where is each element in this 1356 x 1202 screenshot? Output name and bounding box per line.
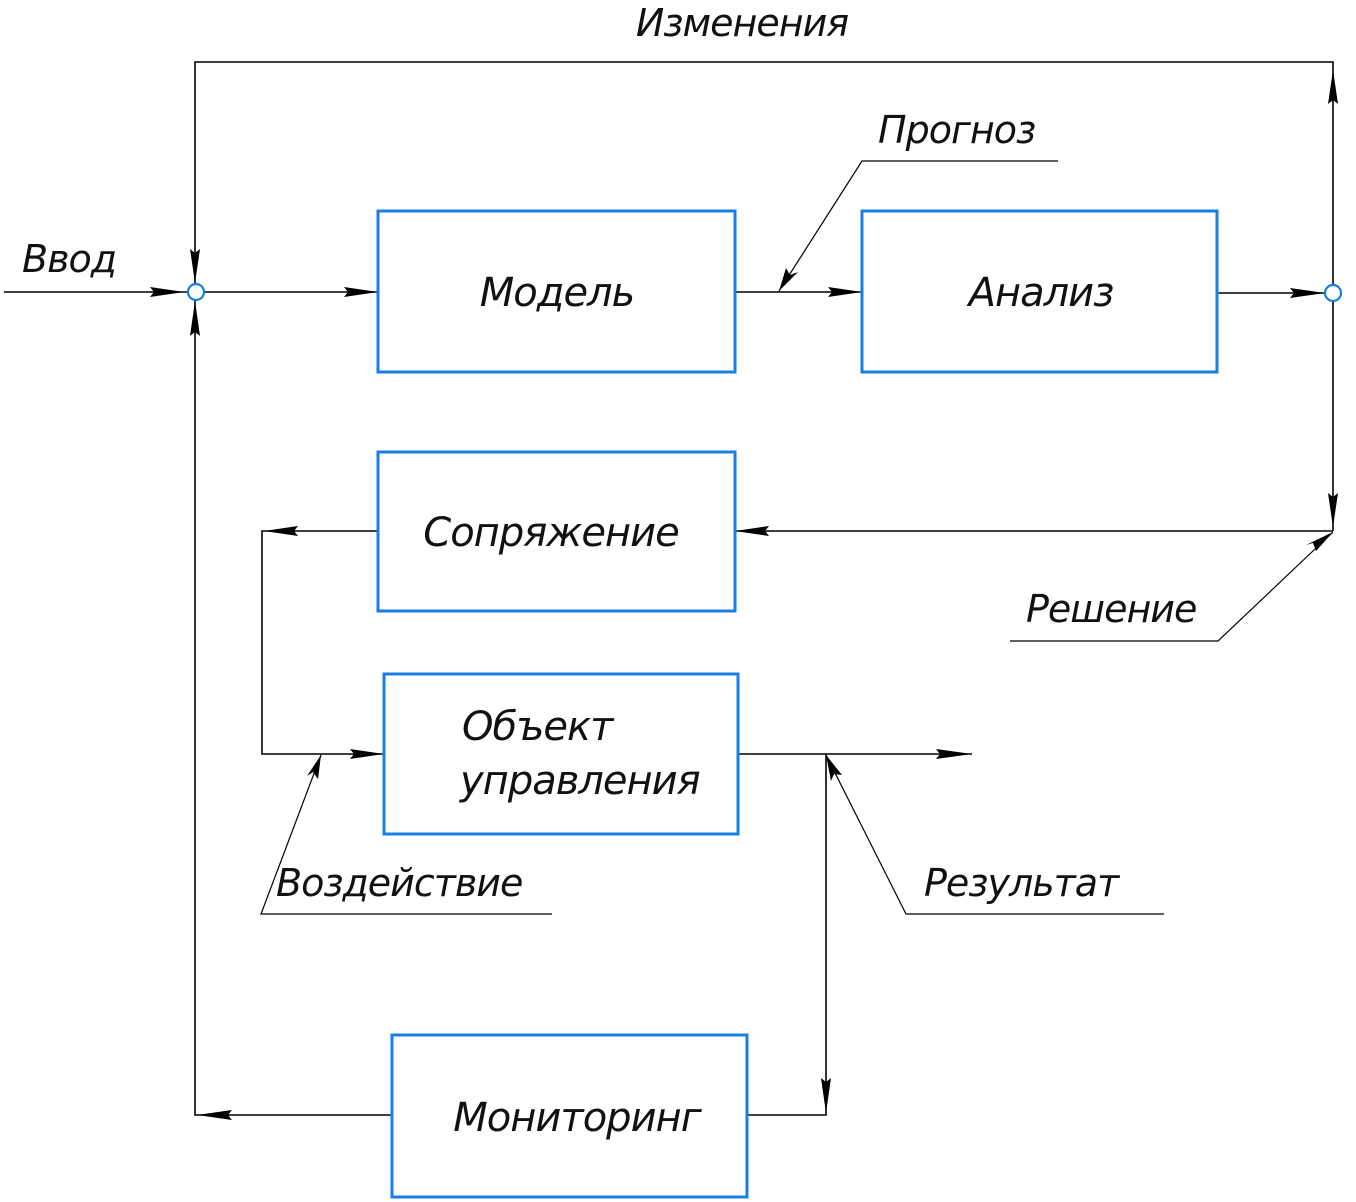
block-model-frame: [376, 209, 737, 374]
arrowhead-coupling-in: [735, 526, 769, 536]
result-leader: [825, 754, 1164, 915]
block-control-object-label-line1: Объект: [462, 704, 615, 750]
coupling-to-object-line: [261, 530, 384, 755]
block-coupling-label: Сопряжение: [423, 510, 678, 556]
block-analysis: Анализ: [860, 209, 1219, 374]
result-to-monitoring-line: [748, 754, 827, 1116]
impact-leader-arrow: [307, 755, 321, 779]
summing-node-left: [186, 282, 206, 302]
impact-leader: [260, 754, 552, 915]
arrowhead-monitoring-out: [197, 1110, 232, 1120]
arrowhead-model-in: [344, 287, 378, 297]
monitoring-feedback-line: [194, 300, 392, 1116]
block-control-object: Объект управления: [382, 672, 740, 836]
decision-leader-arrow: [1306, 532, 1333, 551]
label-result: Результат: [924, 861, 1121, 905]
block-model: Модель: [376, 209, 737, 374]
label-input: Ввод: [22, 237, 116, 281]
arrowhead-decision-down: [1328, 493, 1338, 527]
arrowhead-object-out: [936, 749, 972, 759]
decision-leader: [1010, 531, 1334, 642]
label-impact: Воздействие: [276, 861, 522, 905]
arrowhead-object-in: [350, 749, 384, 759]
changes-feedback-line: [194, 61, 1334, 285]
block-control-object-label-line2: управления: [459, 758, 700, 804]
block-monitoring-label: Мониторинг: [453, 1095, 702, 1141]
arrowhead-analysis-in: [828, 287, 862, 297]
block-analysis-label: Анализ: [966, 270, 1114, 316]
block-monitoring: Мониторинг: [390, 1033, 749, 1199]
arrowhead-changes-down: [190, 249, 200, 283]
arrowhead-coupling-out: [264, 526, 298, 536]
arrowhead-input: [150, 287, 184, 297]
forecast-leader-arrow: [779, 268, 798, 291]
block-coupling-frame: [376, 450, 737, 613]
label-decision: Решение: [1026, 587, 1196, 631]
branch-node-right: [1323, 283, 1343, 303]
block-analysis-frame: [860, 209, 1219, 374]
arrowhead-node-right-in: [1290, 288, 1325, 298]
forecast-leader: [778, 160, 1058, 292]
label-forecast: Прогноз: [878, 108, 1035, 152]
block-model-label: Модель: [480, 270, 634, 316]
block-monitoring-frame: [390, 1033, 749, 1199]
result-leader-arrow: [826, 755, 842, 781]
arrowhead-changes-up: [1328, 70, 1338, 104]
label-changes: Изменения: [636, 1, 848, 45]
block-control-object-frame: [382, 672, 740, 836]
arrowhead-monitoring-up: [190, 301, 200, 336]
block-coupling: Сопряжение: [376, 450, 737, 613]
arrowhead-monitoring-in: [821, 1078, 831, 1113]
